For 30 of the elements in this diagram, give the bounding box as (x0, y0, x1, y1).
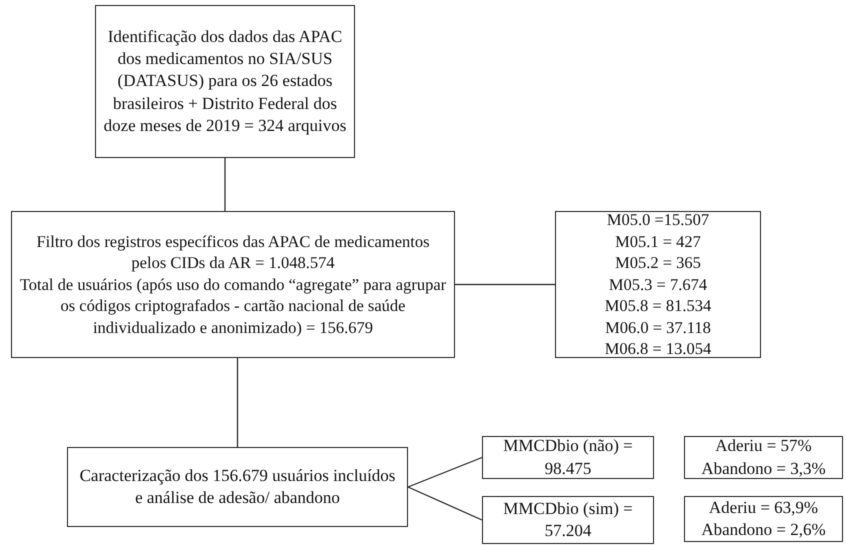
connector-line (408, 456, 482, 488)
box-text: Aderiu = 57% (715, 435, 812, 458)
box-text: M05.1 = 427 (615, 230, 701, 252)
box-text: M05.0 =15.507 (606, 209, 710, 231)
box-text: M05.2 = 365 (615, 252, 701, 274)
box-text: Caracterização dos 156.679 usuários incluídos e análise de adesão/ abandono (78, 464, 396, 509)
box-text: Abandono = 3,3% (701, 458, 826, 480)
process-box (95, 5, 355, 158)
process-box (67, 447, 408, 527)
connector-line (455, 284, 555, 286)
process-box (684, 436, 843, 479)
process-box (684, 496, 843, 542)
box-text: MMCDbio (não) = 98.475 (502, 435, 634, 480)
box-text: M06.8 = 13.054 (604, 338, 712, 360)
process-box (482, 496, 654, 544)
process-box (482, 436, 654, 479)
box-text: Identificação dos dados das APAC dos medicamentos no SIA/SUS (DATASUS) para os 26 estados brasileiros + Distrito Federal dos doze meses de 2019 = 324 arquivos (102, 26, 348, 137)
process-box (11, 211, 455, 358)
box-text: M06.0 = 37.118 (605, 316, 711, 338)
box-text: Aderiu = 63,9% (708, 496, 818, 519)
connector-line (224, 158, 226, 211)
box-text: Filtro dos registros específicos das APAC de medicamentos pelos CIDs da AR = 1.048.574 (35, 230, 431, 274)
connector-line (408, 486, 482, 521)
connector-line (236, 358, 238, 447)
box-text: M05.3 = 7.674 (608, 274, 708, 296)
box-text: M05.8 = 81.534 (604, 295, 712, 317)
box-text: MMCDbio (sim) = 57.204 (502, 498, 634, 542)
box-text: Total de usuários (após uso do comando “agregate” para agrupar os códigos criptografados - cartão nacional de saúde individualizado e anonimizado) = 156.679 (18, 274, 448, 338)
box-text: Abandono = 2,6% (701, 519, 826, 541)
process-box (555, 211, 761, 358)
